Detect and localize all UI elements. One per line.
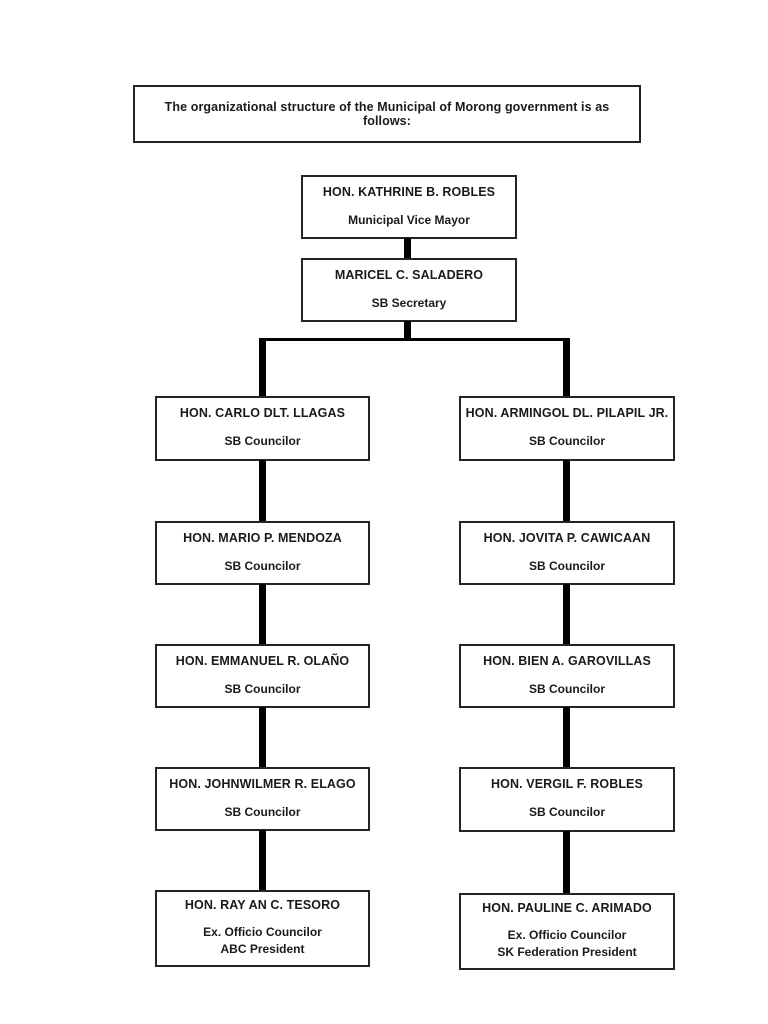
person-title: Municipal Vice Mayor (348, 212, 470, 227)
person-name: HON. JOVITA P. CAWICAAN (483, 530, 651, 545)
connector-secretary-trunk (404, 321, 411, 341)
connector-right-2-3 (563, 584, 570, 644)
connector-vicemayor-secretary (404, 238, 411, 259)
node-councilor-left-4: HON. JOHNWILMER R. ELAGO SB Councilor (155, 767, 370, 831)
connector-right-1-2 (563, 460, 570, 521)
node-councilor-left-5: HON. RAY AN C. TESORO Ex. Officio Counci… (155, 890, 370, 967)
person-title: SB Councilor (224, 804, 301, 819)
connector-right-3-4 (563, 707, 570, 767)
person-title: SB Councilor (224, 558, 301, 573)
connector-left-4-5 (259, 830, 266, 890)
node-vice-mayor: HON. KATHRINE B. ROBLES Municipal Vice M… (301, 175, 517, 239)
person-title: Ex. Officio Councilor (203, 924, 322, 939)
person-subtitle: SK Federation President (497, 945, 637, 960)
node-councilor-right-3: HON. BIEN A. GAROVILLAS SB Councilor (459, 644, 675, 708)
person-name: HON. ARMINGOL DL. PILAPIL JR. (465, 406, 669, 421)
person-title: SB Councilor (224, 434, 301, 449)
person-name: HON. KATHRINE B. ROBLES (322, 184, 496, 199)
node-councilor-right-5: HON. PAULINE C. ARIMADO Ex. Officio Coun… (459, 893, 675, 970)
branch-drop-right (563, 338, 570, 397)
node-councilor-left-2: HON. MARIO P. MENDOZA SB Councilor (155, 521, 370, 585)
person-name: HON. BIEN A. GAROVILLAS (483, 653, 651, 668)
header-statement-box: The organizational structure of the Muni… (133, 85, 641, 143)
person-title: SB Councilor (528, 805, 605, 820)
connector-right-4-5 (563, 831, 570, 893)
person-title: SB Councilor (528, 434, 605, 449)
person-title: SB Councilor (528, 558, 605, 573)
connector-left-1-2 (259, 460, 266, 521)
person-name: HON. RAY AN C. TESORO (184, 898, 341, 913)
node-councilor-right-1: HON. ARMINGOL DL. PILAPIL JR. SB Council… (459, 396, 675, 461)
person-name: MARICEL C. SALADERO (334, 267, 484, 282)
node-councilor-right-2: HON. JOVITA P. CAWICAAN SB Councilor (459, 521, 675, 585)
person-name: HON. VERGIL F. ROBLES (491, 777, 643, 792)
branch-drop-left (259, 338, 266, 397)
person-name: HON. PAULINE C. ARIMADO (482, 901, 652, 916)
node-councilor-left-1: HON. CARLO DLT. LLAGAS SB Councilor (155, 396, 370, 461)
connector-left-2-3 (259, 584, 266, 644)
person-name: HON. JOHNWILMER R. ELAGO (169, 776, 356, 791)
node-councilor-left-3: HON. EMMANUEL R. OLAÑO SB Councilor (155, 644, 370, 708)
node-councilor-right-4: HON. VERGIL F. ROBLES SB Councilor (459, 767, 675, 832)
node-sb-secretary: MARICEL C. SALADERO SB Secretary (301, 258, 517, 322)
person-name: HON. EMMANUEL R. OLAÑO (175, 653, 350, 668)
person-name: HON. MARIO P. MENDOZA (183, 530, 342, 545)
person-title: Ex. Officio Councilor (507, 927, 627, 942)
person-title: SB Secretary (371, 295, 447, 310)
connector-left-3-4 (259, 707, 266, 767)
person-name: HON. CARLO DLT. LLAGAS (179, 406, 346, 421)
branch-horizontal-line (260, 338, 567, 341)
person-title: SB Councilor (528, 681, 605, 696)
person-title: SB Councilor (224, 681, 301, 696)
person-subtitle: ABC President (220, 942, 305, 957)
header-statement-text: The organizational structure of the Muni… (164, 100, 610, 128)
